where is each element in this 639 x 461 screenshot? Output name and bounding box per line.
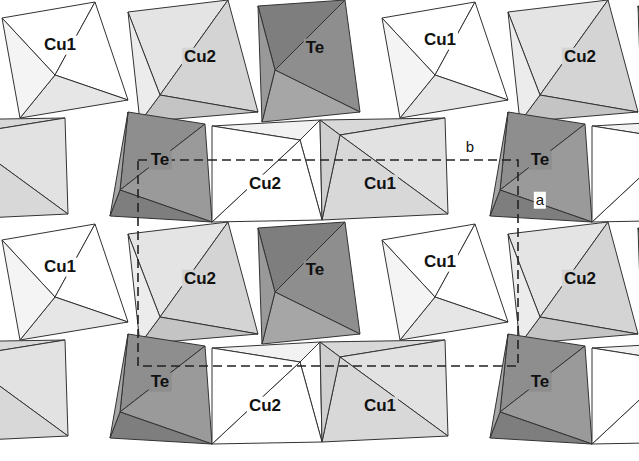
atom-label: Te [529,151,552,170]
atom-label: Cu1 [422,31,458,50]
atom-label: Cu1 [362,175,398,194]
atom-label: Te [304,261,327,280]
atom-label: Te [149,151,172,170]
atom-label: Cu2 [182,48,218,67]
atom-label: Cu1 [422,253,458,272]
atom-label: Cu2 [182,270,218,289]
atom-label: Cu2 [247,397,283,416]
atom-label: Cu1 [362,397,398,416]
atom-label: Te [529,373,552,392]
atom-label: Cu1 [42,36,78,55]
unit-cell [138,160,518,366]
atom-label: Cu2 [562,48,598,67]
atom-label: Cu2 [247,175,283,194]
atom-label: Cu2 [562,270,598,289]
axis-label: b [464,139,476,156]
atom-label: Cu1 [42,258,78,277]
axis-label: a [534,192,546,209]
atom-label: Te [149,373,172,392]
atom-label: Te [304,39,327,58]
